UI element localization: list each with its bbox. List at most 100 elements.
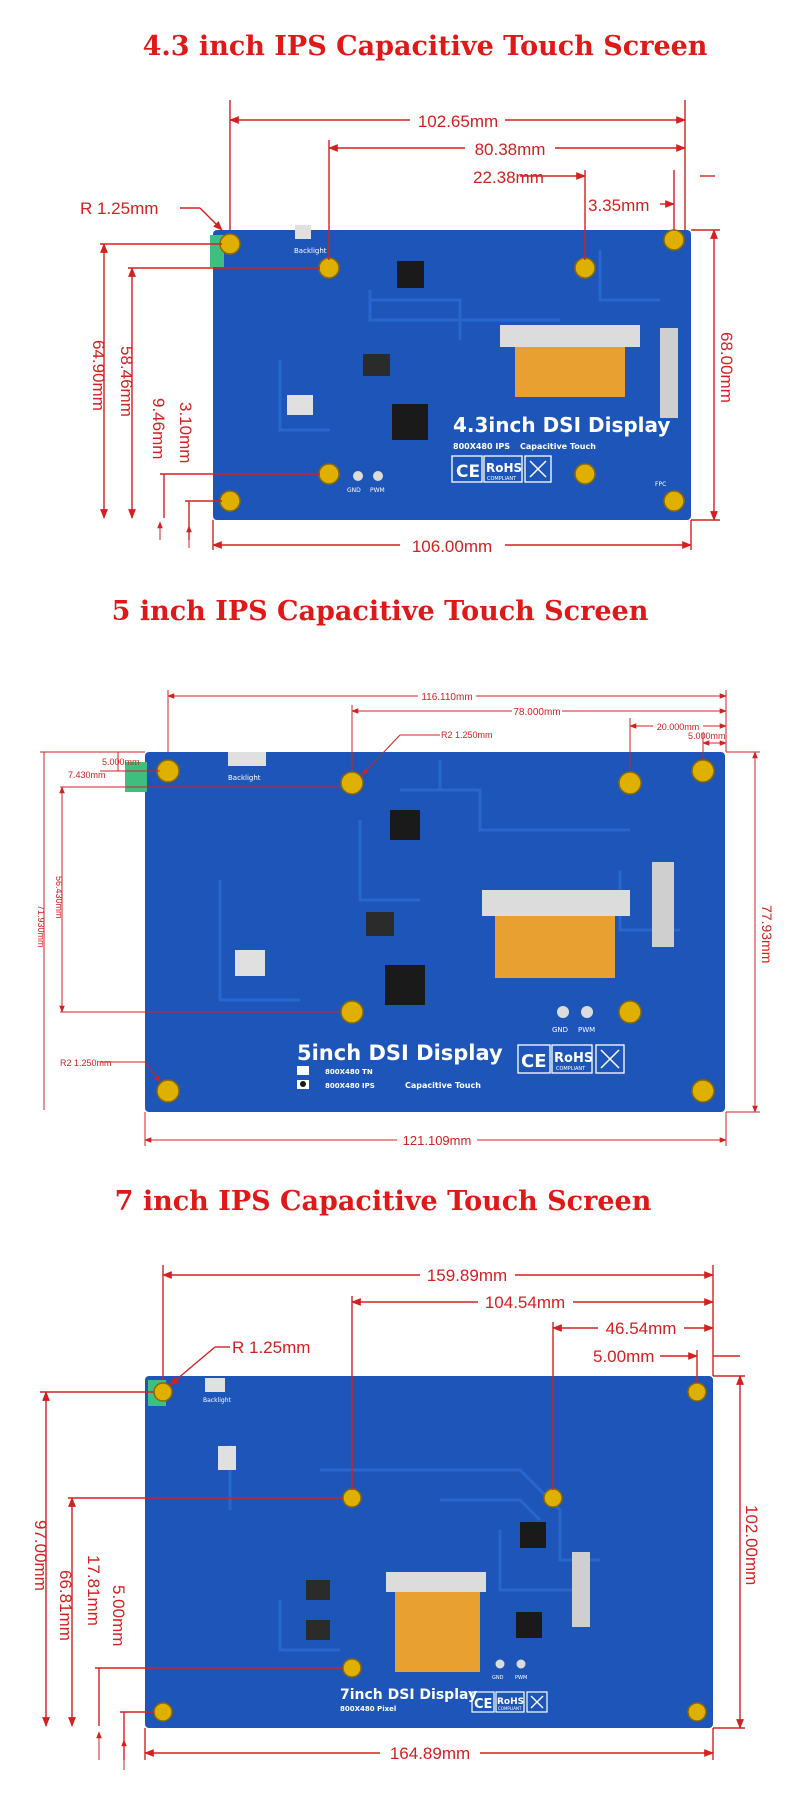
svg-text:COMPLIANT: COMPLIANT — [498, 1706, 522, 1711]
dim-radius-top: R2 1.250mm — [441, 730, 493, 740]
svg-text:CE: CE — [456, 462, 480, 482]
dim-right-height: 77.93mm — [759, 905, 775, 963]
dim-left-mid: 58.46mm — [117, 346, 136, 417]
dimension-labels: 102.65mm 80.38mm 22.38mm 3.35mm R 1.25mm… — [80, 110, 736, 556]
side-connector — [652, 862, 674, 947]
dim-left-outer: 97.00mm — [31, 1520, 50, 1591]
fpc-small — [218, 1446, 236, 1470]
section-4-3-inch: 4.3 inch IPS Capacitive Touch Screen Bac… — [80, 31, 736, 556]
dim-radius: R 1.25mm — [232, 1338, 310, 1357]
dim-top-mid: 104.54mm — [485, 1293, 565, 1312]
silk-fpc: FPC — [655, 481, 666, 488]
pcb-board: Backlight 5inch DSI Display 800X480 TN 8… — [125, 752, 725, 1112]
dim-top-short: 46.54mm — [606, 1319, 677, 1338]
weee-icon — [595, 1044, 625, 1074]
dim-top-mid: 78.000mm — [513, 707, 560, 718]
silk-backlight: Backlight — [228, 774, 261, 782]
inductor — [363, 354, 390, 376]
dim-right-height: 102.00mm — [742, 1505, 761, 1585]
backlight-switch — [295, 225, 311, 239]
pwm-pad — [516, 1659, 526, 1669]
fpc-connector — [482, 890, 630, 916]
board-label: 7inch DSI Display — [340, 1687, 477, 1703]
board-label: 4.3inch DSI Display — [453, 413, 670, 437]
weee-icon — [526, 1691, 548, 1713]
dim-top-short: 20.000mm — [657, 722, 700, 732]
silk-pwm: PWM — [370, 487, 385, 494]
fpc-connector — [500, 325, 640, 347]
svg-text:RoHS: RoHS — [486, 461, 522, 475]
dim-left-mid: 66.81mm — [56, 1570, 75, 1641]
dim-bottom-width: 164.89mm — [390, 1744, 470, 1763]
backlight-switch — [228, 752, 266, 766]
silk-backlight: Backlight — [203, 1397, 232, 1404]
side-connector — [572, 1552, 590, 1627]
dim-top-total: 116.110mm — [421, 692, 472, 703]
dim-left-small: 9.46mm — [149, 398, 168, 459]
dim-top-mid: 80.38mm — [475, 140, 546, 159]
dim-top-total: 159.89mm — [427, 1266, 507, 1285]
backlight-switch — [205, 1378, 225, 1392]
dim-right-height: 68.00mm — [717, 332, 736, 403]
silk-backlight: Backlight — [294, 247, 327, 255]
section-title: 7 inch IPS Capacitive Touch Screen — [115, 1186, 652, 1217]
svg-text:CE: CE — [521, 1051, 547, 1072]
silk-gnd: GND — [492, 1675, 504, 1681]
spec-line-1: 800X480 IPS — [453, 442, 510, 451]
dim-top-total: 102.65mm — [418, 112, 498, 131]
dim-radius-bottom: R2 1.250mm — [60, 1058, 112, 1068]
dim-top-edge: 5.00mm — [593, 1347, 654, 1366]
fpc-connector — [386, 1572, 486, 1592]
board-label: 5inch DSI Display — [297, 1041, 503, 1065]
dim-left-tiny: 5.00mm — [109, 1585, 128, 1646]
mount-holes — [153, 1382, 707, 1722]
weee-icon — [524, 455, 552, 483]
section-7-inch: 7 inch IPS Capacitive Touch Screen Backl… — [31, 1186, 761, 1770]
mount-holes — [156, 759, 715, 1103]
dim-left-small-b: 7.430mm — [68, 770, 106, 780]
inductor — [306, 1580, 330, 1600]
green-tab — [125, 762, 147, 792]
dim-left-small: 17.81mm — [84, 1555, 103, 1626]
inductor — [306, 1620, 330, 1640]
ic-chip — [516, 1612, 542, 1638]
gnd-pad — [495, 1659, 505, 1669]
svg-text:COMPLIANT: COMPLIANT — [556, 1066, 586, 1072]
dim-bottom-width: 121.109mm — [403, 1133, 472, 1148]
pwm-pad — [373, 471, 383, 481]
ic-chip — [392, 404, 428, 440]
pcb-board: Backlight 7inch DSI Display 800X480 Pixe… — [145, 1376, 713, 1728]
certification-marks: CE RoHS COMPLIANT — [517, 1044, 625, 1074]
spec-line-2: Capacitive Touch — [520, 442, 596, 451]
dim-left-mid: 56.430mm — [54, 876, 64, 919]
pcb-board: Backlight 4.3inch DSI Display 800X480 IP… — [210, 225, 691, 520]
ic-chip — [397, 261, 424, 288]
svg-text:RoHS: RoHS — [554, 1051, 593, 1066]
silk-pwm: PWM — [515, 1675, 527, 1681]
ic-chip — [385, 965, 425, 1005]
section-title: 5 inch IPS Capacitive Touch Screen — [112, 596, 649, 627]
section-title: 4.3 inch IPS Capacitive Touch Screen — [143, 31, 708, 62]
gnd-pad — [353, 471, 363, 481]
dim-top-edge: 3.35mm — [588, 196, 649, 215]
dimension-lines — [100, 100, 720, 550]
dim-left-small-a: 5.000mm — [102, 757, 140, 767]
dim-top-edge: 5.000mm — [688, 731, 726, 741]
silk-gnd: GND — [347, 487, 361, 494]
section-5-inch: 5 inch IPS Capacitive Touch Screen Backl… — [36, 596, 775, 1148]
dim-radius: R 1.25mm — [80, 199, 158, 218]
gnd-pad — [557, 1006, 569, 1018]
flex-cable — [495, 916, 615, 978]
dim-left-outer: 64.90mm — [89, 340, 108, 411]
ic-chip — [390, 810, 420, 840]
silk-gnd: GND — [552, 1026, 568, 1034]
certification-marks: CE RoHS COMPLIANT — [471, 1691, 548, 1713]
dimension-labels: 159.89mm 104.54mm 46.54mm 5.00mm R 1.25m… — [31, 1265, 761, 1763]
fpc-small — [235, 950, 265, 976]
fpc-small — [287, 395, 313, 415]
certification-marks: CE RoHS COMPLIANT — [451, 455, 552, 483]
side-connector — [660, 328, 678, 418]
svg-text:CE: CE — [474, 1697, 492, 1712]
inductor — [366, 912, 394, 936]
